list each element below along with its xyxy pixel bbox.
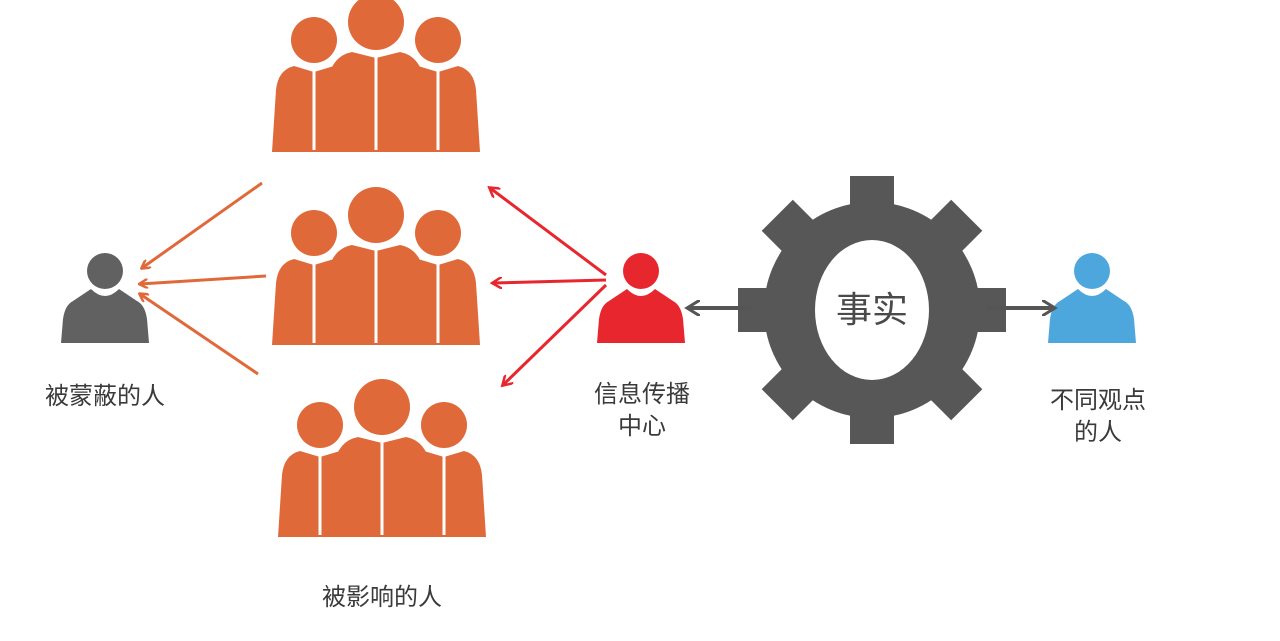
arrow-icon-broadcaster-to-top [490,188,607,277]
broadcaster-person-icon [597,253,685,343]
people-group-icon-middle [272,187,480,345]
broadcaster-label: 信息传播 中心 [594,380,690,440]
people-group-icon-bottom [278,379,486,537]
different-view-person-icon [1048,253,1136,343]
arrow-icon-middle-to-deceived [140,274,267,284]
fact-label: 事实 [836,290,908,331]
arrow-icon-top-to-deceived [142,181,263,268]
arrow-icon-broadcaster-to-middle [493,280,607,283]
people-group-icon-top [272,0,480,152]
deceived-label: 被蒙蔽的人 [45,382,165,410]
different-view-label: 不同观点 的人 [1050,386,1146,446]
arrow-icon-broadcaster-to-bottom [503,283,608,385]
influenced-label: 被影响的人 [322,583,442,611]
deceived-person-icon [61,253,149,343]
arrow-icon-bottom-to-deceived [140,294,259,376]
gear-icon [738,176,1006,444]
